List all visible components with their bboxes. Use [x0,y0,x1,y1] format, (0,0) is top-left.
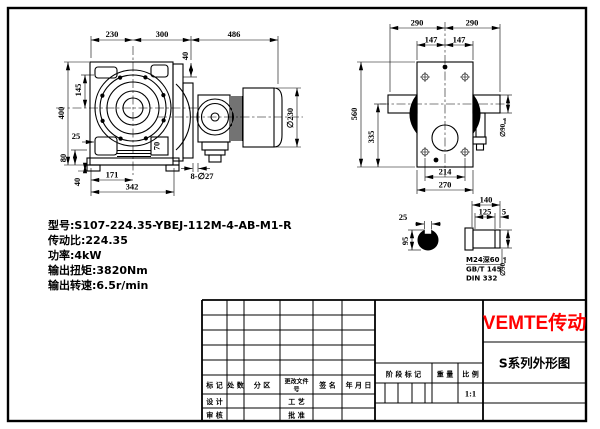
flange-bolt-holes [100,75,166,141]
dim-342: 342 [126,182,139,192]
label-design: 设 计 [206,397,222,406]
front-view-dimensions [64,36,301,196]
spec-ratio: 传动比:224.35 [47,233,128,247]
dim-shaft-dia-tolerance: m6 [502,256,507,263]
label-weight: 重 量 [437,370,453,379]
label-change-doc-1: 更改文件 [284,378,308,386]
sheet-border [6,6,588,423]
brand-logo-text: VEMTE传动 [483,311,586,334]
shaft-end-outline [464,227,501,251]
dim-290-right: 290 [466,18,479,28]
label-signature: 签 名 [318,381,335,390]
dim-shaft-diameter-value: ∅90 [499,123,507,137]
dim-147-right: 147 [453,35,467,45]
spec-block: 型号:S107-224.35-YBEJ-112M-4-AB-M1-R 传动比:2… [47,218,292,292]
spec-torque: 输出扭矩:3820Nm [48,263,148,277]
label-mark: 标 记 [205,381,222,390]
dim-560: 560 [349,108,359,121]
dim-shaft-tolerance: m6 [502,117,507,124]
dim-5: 5 [502,207,506,217]
thread-note: M24深60 [466,255,500,264]
scale-value: 1:1 [465,389,476,399]
shaft-end-dimensions [466,201,512,265]
shaft-detail: 25 95 140 125 5 M24深60 GB/T 145 DIN 332 [399,195,512,283]
label-scale: 比 例 [462,370,478,379]
dim-214: 214 [439,167,453,177]
dim-230: 230 [106,29,119,39]
label-process: 工 艺 [288,397,304,406]
label-date: 年 月 日 [346,381,372,390]
spec-speed: 输出转速:6.5r/min [48,278,148,292]
dim-40-top: 40 [180,52,190,61]
dim-125: 125 [479,207,492,217]
spec-model: 型号:S107-224.35-YBEJ-112M-4-AB-M1-R [48,218,292,232]
label-stage-mark: 阶 段 标 记 [386,370,421,379]
dim-400: 400 [56,107,66,120]
label-qty: 处 数 [226,381,244,390]
cross-section-dimensions [408,221,441,251]
shaft-cross-section [417,229,439,251]
dim-key-25: 25 [399,212,408,222]
standard-gbt145: GB/T 145 [466,266,502,274]
dim-95: 95 [400,237,410,246]
side-view-corner-holes [420,72,470,157]
spec-power: 功率:4kW [48,248,102,262]
side-view-dimensions [357,24,512,194]
title-block-grid [202,300,586,421]
dim-80: 80 [58,154,68,163]
front-view: 230 300 486 40 400 145 25 80 40 70 171 3… [56,29,303,196]
dim-171: 171 [106,170,119,180]
dim-shaft-dia-value: ∅90 [499,262,507,276]
label-change-doc-2: 号 [293,386,299,394]
side-view-pins [433,64,448,163]
dim-270: 270 [439,180,452,190]
label-approve: 批 准 [288,411,304,420]
dim-145: 145 [73,84,83,97]
motor [175,82,283,163]
label-check: 审 核 [206,411,222,420]
dim-shaft-diameter-side: ∅90m6 [499,117,507,137]
dim-shaft-diameter-detail: ∅90m6 [499,256,507,276]
side-view-body [387,61,501,168]
front-view-centerlines [56,46,303,175]
dim-25: 25 [72,131,81,141]
dim-40-bottom: 40 [72,178,82,187]
standard-din332: DIN 332 [466,275,497,283]
dim-70: 70 [152,142,162,151]
drawing-title: S系列外形图 [499,356,571,371]
dim-300: 300 [156,29,169,39]
dim-290-left: 290 [411,18,424,28]
dim-8-holes: 8-∅27 [191,171,215,181]
dim-140: 140 [480,195,493,205]
dim-335: 335 [366,131,376,144]
dim-motor-diameter: ∅230 [285,108,295,128]
dim-486: 486 [228,29,241,39]
label-zone: 分 区 [254,381,270,390]
gearbox-body [86,61,184,172]
title-block: 标 记 处 数 分 区 更改文件 号 签 名 年 月 日 设 计 工 艺 审 核… [201,299,586,421]
dim-147-left: 147 [425,35,439,45]
side-view: 290 290 147 147 560 335 214 270 ∅90m6 [349,18,512,194]
